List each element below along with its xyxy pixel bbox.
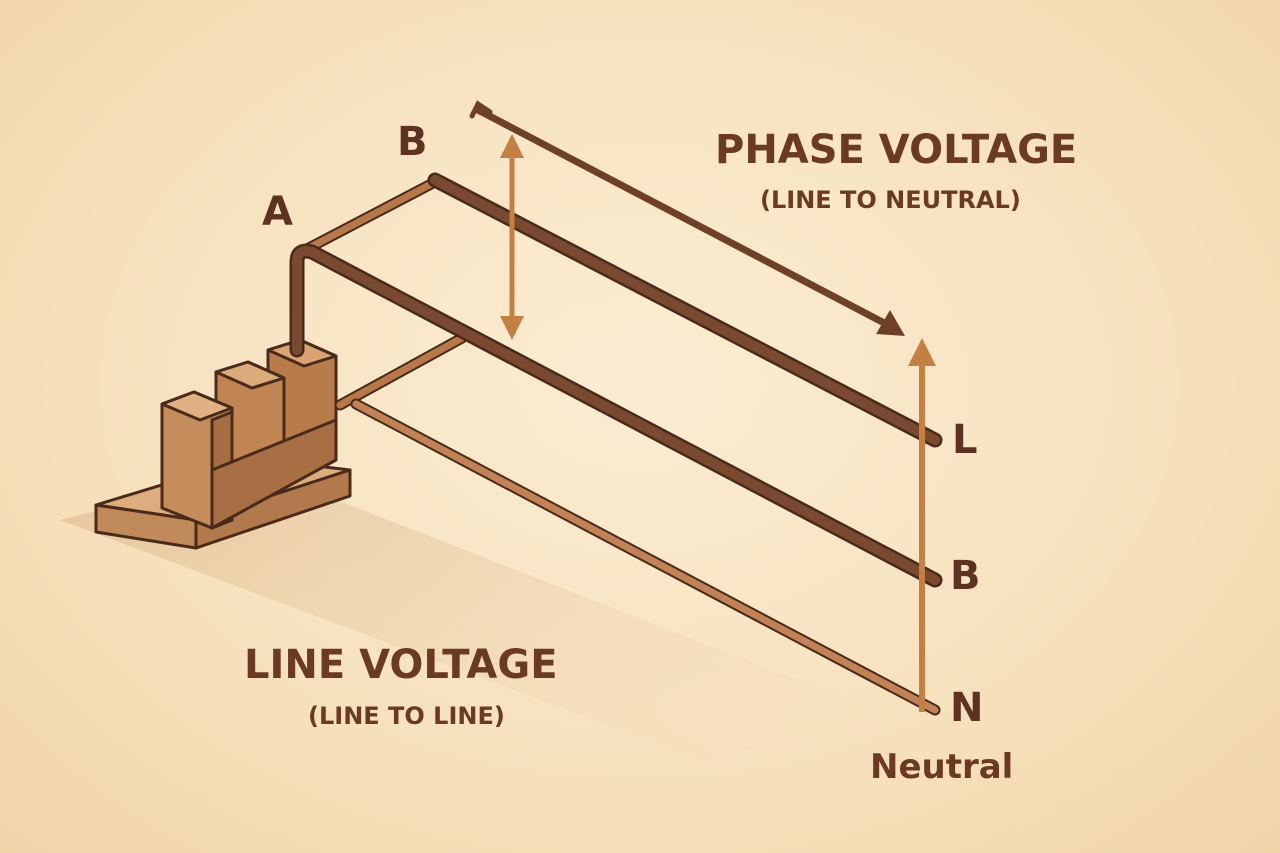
line-voltage-title: LINE VOLTAGE xyxy=(244,642,558,688)
line-voltage-subtitle: (LINE TO LINE) xyxy=(308,702,505,730)
terminal-block xyxy=(160,338,338,530)
end-n-label: N xyxy=(950,685,984,731)
phase-voltage-arrow xyxy=(469,100,905,336)
terminal-a-label: A xyxy=(262,189,293,235)
end-l-label: L xyxy=(952,417,978,463)
base-shadow xyxy=(60,470,900,760)
neutral-wire xyxy=(350,398,941,716)
phase-voltage-subtitle: (LINE TO NEUTRAL) xyxy=(760,186,1021,214)
terminal-b-label: B xyxy=(397,119,428,165)
neutral-label: Neutral xyxy=(870,747,1014,787)
line-voltage-arrow xyxy=(500,134,524,340)
wire-b xyxy=(427,172,943,448)
end-b-label: B xyxy=(950,553,981,599)
phase-voltage-title: PHASE VOLTAGE xyxy=(715,127,1078,173)
end-phase-arrow xyxy=(908,338,936,712)
wire-a xyxy=(289,243,943,588)
copper-rungs xyxy=(299,176,468,411)
